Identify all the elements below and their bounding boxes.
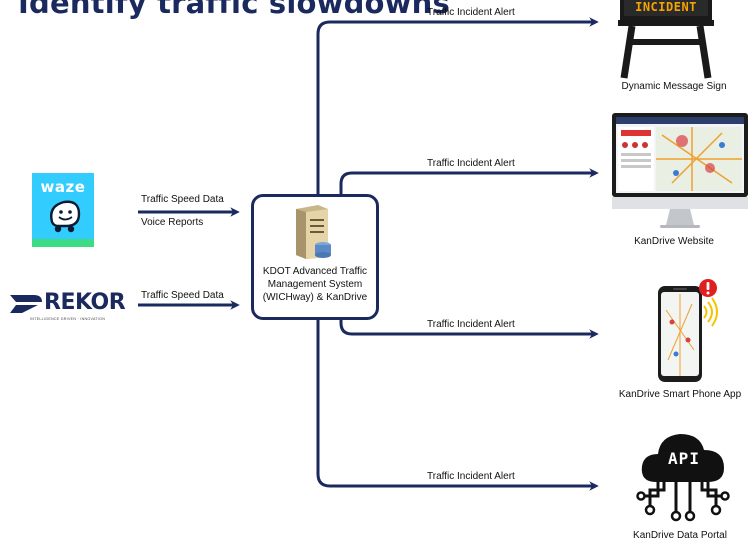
rekor-mark-icon xyxy=(10,295,42,313)
api-icon-text: API xyxy=(668,449,700,468)
central-system-label: KDOT Advanced Traffic Management System … xyxy=(262,266,368,303)
alert-arrow-sign xyxy=(316,17,599,194)
alert-arrow-website xyxy=(339,168,599,194)
rekor-tagline: INTELLIGENCE DRIVEN · INNOVATION xyxy=(30,317,106,321)
alert-label-sign: Traffic Incident Alert xyxy=(427,7,515,18)
desktop-monitor-icon xyxy=(612,113,748,228)
server-icon xyxy=(296,205,331,259)
waze-green-bar xyxy=(32,239,94,247)
smartphone-icon xyxy=(658,286,718,382)
rekor-logo-text: REKOR xyxy=(44,290,126,315)
alert-arrow-portal xyxy=(316,320,599,491)
caption-website: KanDrive Website xyxy=(634,236,714,247)
alert-badge-icon xyxy=(699,279,717,297)
caption-smartphone-app: KanDrive Smart Phone App xyxy=(618,389,742,400)
message-sign-icon xyxy=(618,0,714,79)
alert-arrow-app xyxy=(339,320,599,339)
waze-voice-label: Voice Reports xyxy=(141,217,204,228)
alert-label-app: Traffic Incident Alert xyxy=(427,319,515,330)
sign-display-text: INCIDENT xyxy=(635,0,697,14)
caption-message-sign: Dynamic Message Sign xyxy=(621,81,727,92)
api-cloud-icon xyxy=(636,434,730,522)
rekor-speed-label: Traffic Speed Data xyxy=(141,290,224,301)
alert-label-portal: Traffic Incident Alert xyxy=(427,471,515,482)
waze-smiley-icon xyxy=(50,200,81,233)
waze-speed-label: Traffic Speed Data xyxy=(141,194,224,205)
caption-data-portal: KanDrive Data Portal xyxy=(633,530,727,541)
waze-logo-text: waze xyxy=(40,178,86,196)
page-title: Identify traffic slowdowns xyxy=(18,0,450,20)
alert-label-website: Traffic Incident Alert xyxy=(427,158,515,169)
